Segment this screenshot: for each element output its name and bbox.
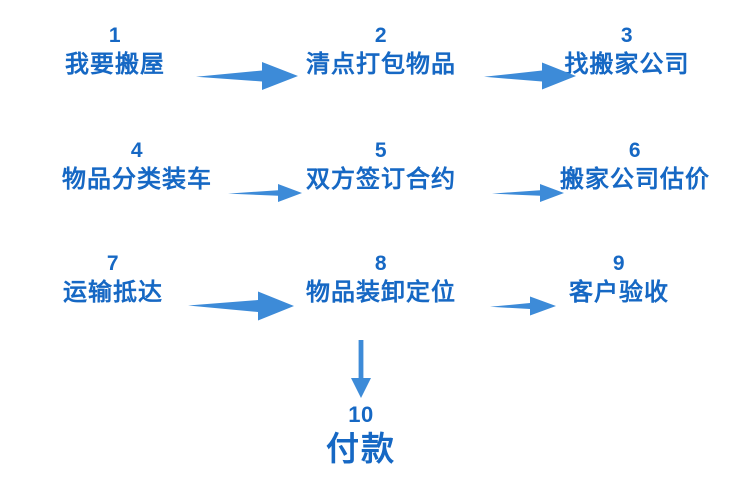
arrow-step8-to-step10 xyxy=(349,340,373,398)
step-label-8: 物品装卸定位 xyxy=(306,279,456,306)
step-number-2: 2 xyxy=(374,24,388,47)
step-label-1: 我要搬屋 xyxy=(65,51,165,78)
arrow-step5-to-step6 xyxy=(492,182,564,204)
step-label-4: 物品分类装车 xyxy=(62,166,212,193)
step-label-3: 找搬家公司 xyxy=(564,51,690,78)
flow-step-2: 2 清点打包物品 xyxy=(306,24,456,82)
step-number-1: 1 xyxy=(108,24,122,47)
step-label-10: 付款 xyxy=(326,430,396,467)
step-label-9: 客户验收 xyxy=(569,279,669,306)
arrow-step8-to-step9 xyxy=(490,295,556,317)
step-number-5: 5 xyxy=(374,139,388,162)
step-number-7: 7 xyxy=(106,252,120,275)
flow-step-5: 5 双方签订合约 xyxy=(306,139,456,197)
step-number-9: 9 xyxy=(612,252,626,275)
flow-step-3: 3 找搬家公司 xyxy=(565,24,690,82)
step-label-2: 清点打包物品 xyxy=(306,51,456,78)
arrow-step7-to-step8 xyxy=(188,290,294,322)
flow-step-1: 1 我要搬屋 xyxy=(65,24,165,82)
step-number-6: 6 xyxy=(628,139,642,162)
flow-step-10: 10 付款 xyxy=(326,402,396,471)
flow-step-7: 7 运输抵达 xyxy=(63,252,163,310)
step-number-8: 8 xyxy=(374,252,388,275)
step-number-3: 3 xyxy=(620,24,634,47)
step-number-4: 4 xyxy=(130,139,144,162)
step-label-5: 双方签订合约 xyxy=(306,166,456,193)
step-number-10: 10 xyxy=(348,402,374,427)
arrow-step1-to-step2 xyxy=(196,60,298,92)
step-label-6: 搬家公司估价 xyxy=(560,166,710,193)
flow-step-8: 8 物品装卸定位 xyxy=(306,252,456,310)
flow-step-4: 4 物品分类装车 xyxy=(62,139,212,197)
flow-step-9: 9 客户验收 xyxy=(569,252,669,310)
arrow-step4-to-step5 xyxy=(228,182,302,204)
step-label-7: 运输抵达 xyxy=(63,279,163,306)
arrow-step2-to-step3 xyxy=(484,60,576,92)
flow-step-6: 6 搬家公司估价 xyxy=(560,139,710,197)
